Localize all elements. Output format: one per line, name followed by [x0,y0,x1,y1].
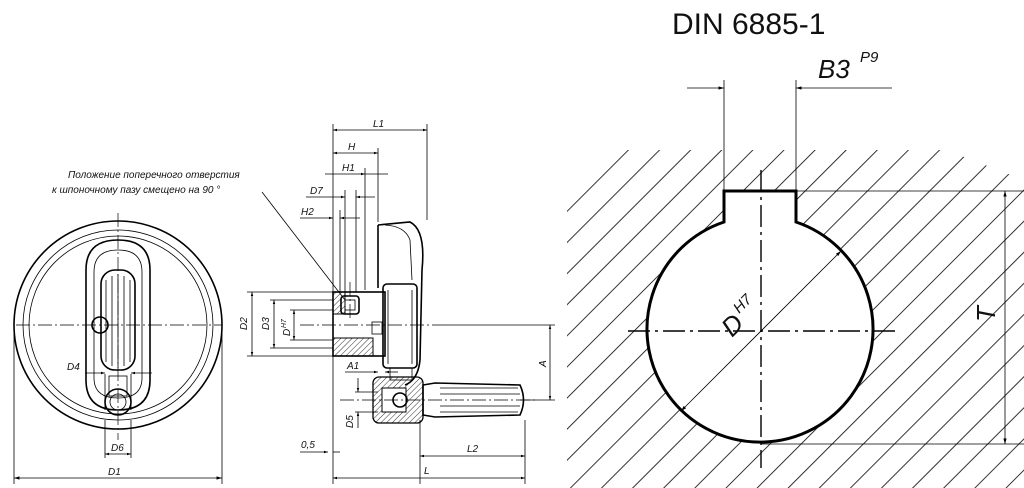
label-d5: D5 [345,415,356,428]
label-bore-group: D H7 [715,291,756,343]
label-d2: D2 [239,317,250,330]
label-l2: L2 [467,444,479,455]
label-d5-group: D5 [345,415,356,428]
label-a1: A1 [346,361,359,372]
label-h: H [348,142,356,153]
label-t-group: T [971,304,1001,322]
side-view [247,124,555,484]
label-t: T [971,304,1001,322]
note-line-1: Положение поперечного отверстия [68,170,240,181]
label-d2-group: D2 [239,317,250,330]
label-d-group: D H7 [281,318,293,336]
label-l: L [424,466,430,477]
front-view [13,213,223,484]
label-b3: B3 [818,54,850,84]
label-h2: H2 [301,207,314,218]
keyway-detail [555,80,1024,488]
page-title: DIN 6885-1 [672,8,825,41]
label-d7: D7 [310,186,323,197]
label-d6: D6 [111,443,124,454]
label-d1: D1 [108,467,121,478]
label-d: D [282,329,293,336]
note-line-2: к шпоночному пазу смещено на 90 ° [52,185,220,196]
label-d4: D4 [67,362,80,373]
label-b3-tolerance: P9 [860,49,879,66]
label-l1: L1 [373,119,384,130]
label-a-group: A [538,360,549,368]
label-d-tolerance: H7 [281,318,288,328]
label-d3: D3 [261,317,272,330]
label-a: A [538,360,549,368]
label-d3-group: D3 [261,317,272,330]
label-gap: 0,5 [301,440,315,451]
label-bore-tolerance: H7 [730,291,756,317]
label-h1: H1 [342,163,355,174]
